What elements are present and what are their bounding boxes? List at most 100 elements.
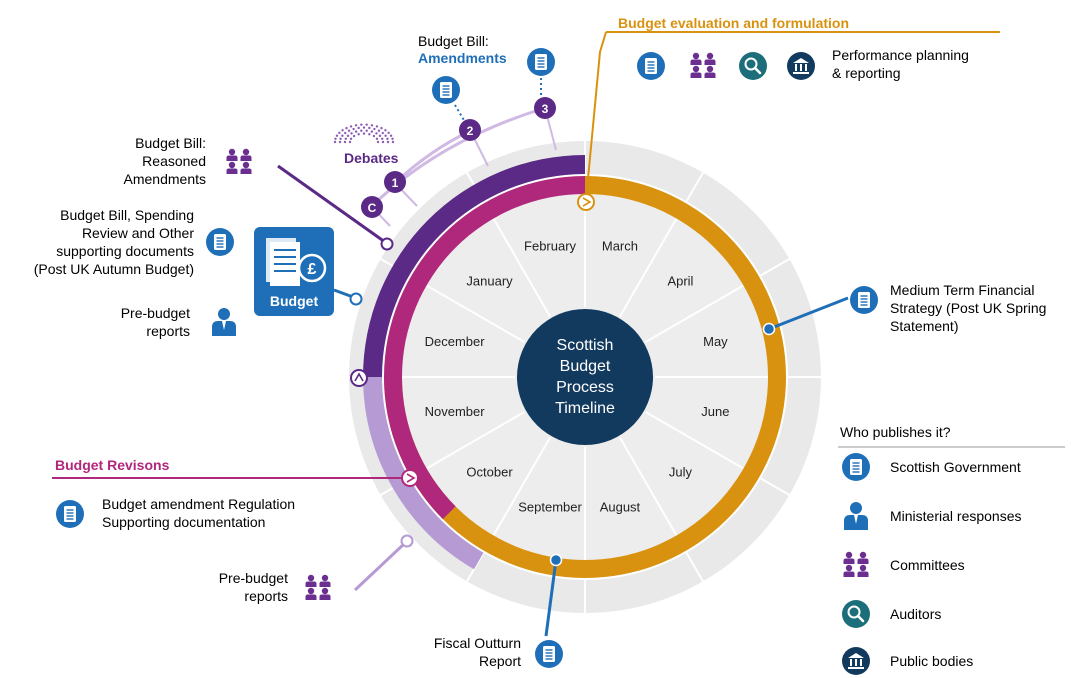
outer-divider [760,258,790,277]
stage-1-label: 1 [392,176,399,190]
month-divider [645,411,744,470]
month-label-september: September [518,499,582,514]
month-label-december: December [425,334,486,349]
month-divider [619,218,678,317]
month-label-november: November [425,404,486,419]
revisions-arrow-icon [406,473,416,483]
month-label-june: June [701,404,729,419]
stage-c-marker [361,196,383,218]
person-icon [844,502,868,530]
reasoned-line-2: Reasoned [142,153,206,169]
spending-line-4: (Post UK Autumn Budget) [34,261,194,277]
month-label-july: July [669,464,693,479]
building-icon [842,647,870,675]
performance-line-1: Performance planning [832,47,969,63]
reasoned-line-1: Budget Bill: [135,135,206,151]
amendments-label-1: Budget Bill: [418,33,489,49]
document-icon [526,47,556,77]
stage-1-marker [384,171,406,193]
prebudget-top-line-2: reports [146,323,190,339]
outer-divider [685,172,704,202]
stage-c-label: C [368,201,377,215]
month-divider [426,284,525,343]
fiscal-line-1: Fiscal Outturn [434,635,521,651]
debates-label: Debates [344,150,399,166]
legend-item-label: Auditors [890,606,941,622]
committee-icon [306,575,331,600]
mtfs-marker [762,322,776,336]
spending-line-3: supporting documents [56,243,194,259]
regulation-line-1: Budget amendment Regulation [102,496,295,512]
prebudget-bottom-line-2: reports [244,588,288,604]
mtfs-line-3: Statement) [890,318,958,334]
document-icon [534,639,564,669]
prebudget-bottom-leader-line [353,542,406,592]
document-icon [636,51,666,81]
evaluation-start-marker [577,193,595,211]
legend-item-label: Public bodies [890,653,973,669]
month-divider [426,411,525,470]
budget-label: Budget [270,293,319,309]
document-icon [849,285,879,315]
prebudget-band [363,377,484,570]
month-label-march: March [602,239,638,254]
center-line-2: Budget [560,358,611,375]
legend-title: Who publishes it? [840,424,951,440]
parliament-chamber-icon [333,123,395,144]
budget-leader-line [333,288,354,299]
stage-3-marker [534,97,556,119]
document-icon [205,227,235,257]
document-icon [431,75,461,105]
fiscal-line-2: Report [479,653,521,669]
spending-line-1: Budget Bill, Spending [60,207,194,223]
performance-line-2: & reporting [832,65,900,81]
evaluation-leader-line [585,31,607,201]
outer-divider [760,477,790,496]
mtfs-leader-line [768,296,849,331]
month-divider [619,437,678,536]
fiscal-leader-line [544,559,558,637]
month-label-october: October [466,464,513,479]
committee-icon [227,149,252,174]
prebudget-bottom-line-1: Pre-budget [219,570,288,586]
legend-item-label: Scottish Government [890,459,1021,475]
svg-text:£: £ [308,261,317,278]
mtfs-line-2: Strategy (Post UK Spring [890,300,1046,316]
budget-bill-band [384,176,585,377]
regulation-line-2: Supporting documentation [102,514,265,530]
month-divider [492,437,551,536]
spending-line-2: Review and Other [82,225,194,241]
stage-2-label: 2 [467,124,474,138]
dotted-connector [454,104,466,123]
evaluation-title: Budget evaluation and formulation [618,15,849,31]
stage-3-label: 3 [542,102,549,116]
committee-icon [844,552,869,577]
budget-marker [349,292,363,306]
scrutiny-band-outer [363,155,585,377]
month-label-january: January [466,274,513,289]
prebudget-top-line-1: Pre-budget [121,305,190,321]
reasoned-marker [380,237,394,251]
revisions-start-marker [401,469,419,487]
document-icon [841,452,871,482]
person-icon [212,308,236,336]
month-divider [492,218,551,317]
magnifier-icon [737,50,769,82]
prebudget-bottom-marker [400,534,414,548]
revisions-title: Budget Revisons [55,457,170,473]
center-line-3: Process [556,379,614,396]
budget-document-icon: £ [254,227,334,316]
legend-item-label: Ministerial responses [890,508,1022,524]
fiscal-marker [549,553,563,567]
legend-item-label: Committees [890,557,965,573]
committee-icon [691,53,716,78]
center-circle [517,309,653,445]
month-label-august: August [600,499,641,514]
month-disc [401,194,768,560]
magnifier-icon [840,598,872,630]
mtfs-line-1: Medium Term Financial [890,282,1034,298]
outer-divider [685,552,704,582]
stage-2-marker [459,119,481,141]
